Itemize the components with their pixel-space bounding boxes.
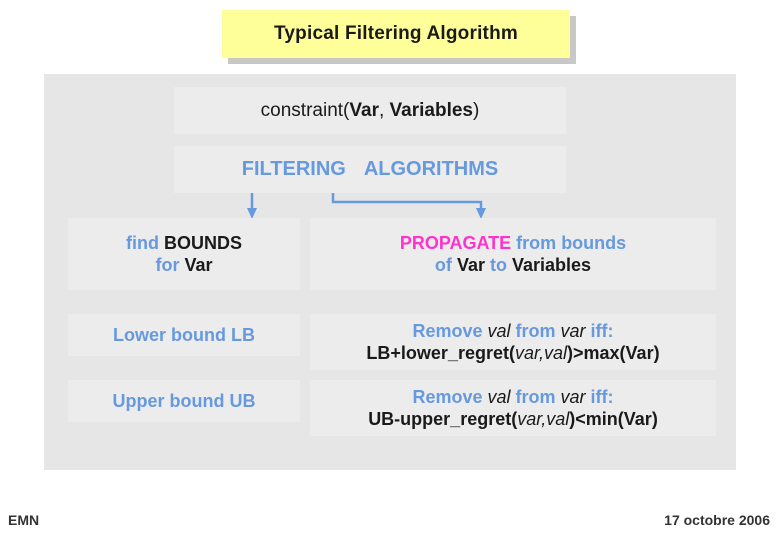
right-header-from: from	[516, 232, 557, 253]
lower-rule-expr-prefix: LB+lower_regret(	[366, 343, 515, 363]
left-header-line2: for Var	[74, 254, 294, 277]
lower-rule-expr-Var: Var	[625, 343, 654, 363]
lower-rule-line2: LB+lower_regret(var,val)>max(Var)	[316, 342, 710, 365]
right-header-variables: Variables	[512, 255, 592, 275]
upper-bound-rule-text: Remove val from var iff: UB-upper_regret…	[310, 386, 716, 431]
algorithms-label: ALGORITHMS	[363, 158, 499, 180]
upper-rule-expr-val: val	[546, 409, 570, 429]
upper-bound-label: Upper bound UB	[112, 390, 256, 411]
right-cell-lower-bound-rule: Remove val from var iff: LB+lower_regret…	[310, 314, 716, 370]
lower-rule-expr-var: var	[514, 343, 539, 363]
left-cell-upper-bound: Upper bound UB	[68, 380, 300, 422]
upper-rule-val: val	[487, 386, 511, 407]
right-header-to: to	[489, 255, 507, 275]
slide-title-box: Typical Filtering Algorithm	[222, 10, 570, 58]
constraint-arg-variables: Variables	[389, 99, 473, 121]
upper-rule-expr-prefix: UB-upper_regret(	[368, 409, 518, 429]
upper-rule-expr-comma: ,	[541, 409, 547, 429]
lower-rule-expr-suffix: )	[653, 343, 660, 363]
lower-rule-expr-op: )>max(	[567, 343, 626, 363]
left-cell-lower-bound: Lower bound LB	[68, 314, 300, 356]
right-header-line2: of Var to Variables	[316, 254, 710, 277]
right-header-var: Var	[456, 255, 485, 275]
upper-rule-expr-var: var	[517, 409, 542, 429]
upper-rule-expr-suffix: )	[651, 409, 658, 429]
lower-rule-expr-comma: ,	[538, 343, 544, 363]
slide-title: Typical Filtering Algorithm	[274, 23, 518, 44]
upper-rule-remove: Remove	[412, 386, 488, 407]
constraint-header-cell: constraint(Var, Variables)	[174, 87, 566, 134]
left-column-header-text: find BOUNDS for Var	[68, 232, 300, 277]
right-header-line1: PROPAGATE from bounds	[316, 232, 710, 255]
lower-rule-expr-val: val	[544, 343, 568, 363]
upper-rule-from: from	[510, 386, 561, 407]
upper-rule-expr-Var: Var	[623, 409, 652, 429]
right-header-bounds: bounds	[561, 232, 627, 253]
lower-rule-iff: iff:	[585, 320, 614, 341]
lower-rule-remove: Remove	[412, 320, 488, 341]
left-header-line1: find BOUNDS	[74, 232, 294, 255]
right-column-header-text: PROPAGATE from bounds of Var to Variable…	[310, 232, 716, 277]
left-header-var: Var	[184, 255, 213, 275]
left-header-for: for	[155, 255, 180, 275]
left-header-bounds: BOUNDS	[164, 232, 243, 253]
lower-rule-var: var	[560, 320, 586, 341]
lower-bound-rule-text: Remove val from var iff: LB+lower_regret…	[310, 320, 716, 365]
constraint-suffix: )	[472, 99, 480, 121]
right-cell-upper-bound-rule: Remove val from var iff: UB-upper_regret…	[310, 380, 716, 436]
upper-rule-expr-op: )<min(	[569, 409, 624, 429]
footer-right-date: 17 octobre 2006	[664, 512, 770, 528]
right-header-propagate: PROPAGATE	[399, 232, 512, 253]
right-column-header-cell: PROPAGATE from bounds of Var to Variable…	[310, 218, 716, 290]
right-header-of: of	[434, 255, 452, 275]
lower-rule-line1: Remove val from var iff:	[316, 320, 710, 343]
upper-rule-line1: Remove val from var iff:	[316, 386, 710, 409]
left-header-find: find	[125, 232, 159, 253]
filtering-algorithms-cell: FILTERING ALGORITHMS	[174, 146, 566, 193]
filtering-label: FILTERING	[241, 158, 346, 180]
upper-rule-iff: iff:	[585, 386, 614, 407]
constraint-prefix: constraint(	[260, 99, 350, 121]
lower-rule-from: from	[510, 320, 561, 341]
upper-rule-line2: UB-upper_regret(var,val)<min(Var)	[316, 408, 710, 431]
constraint-arg-var: Var	[349, 99, 379, 121]
lower-rule-val: val	[487, 320, 511, 341]
lower-bound-label: Lower bound LB	[113, 324, 255, 345]
footer-left-label: EMN	[8, 512, 40, 528]
constraint-expression: constraint(Var, Variables)	[261, 100, 480, 122]
constraint-comma: ,	[378, 99, 390, 121]
left-column-header-cell: find BOUNDS for Var	[68, 218, 300, 290]
upper-rule-var: var	[560, 386, 586, 407]
